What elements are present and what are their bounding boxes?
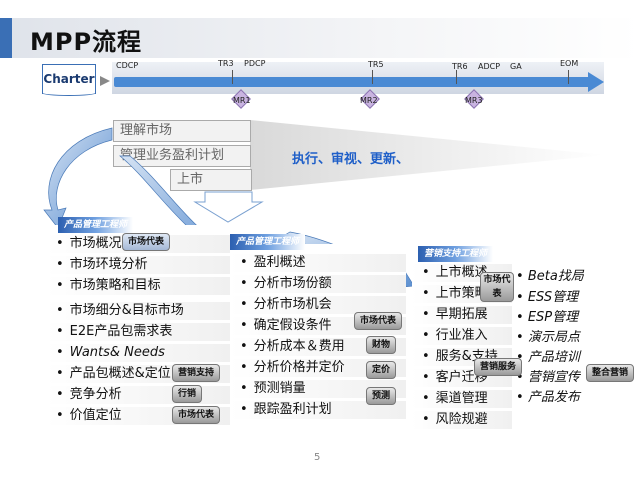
panel-product-mgmt-1: 产品管理工程师 市场概况 市场环境分析 市场策略和目标 市场细分&目标市场 E2… bbox=[46, 217, 230, 430]
panel2-item: 跟踪盈利计划 bbox=[230, 401, 406, 419]
execution-label: 执行、审视、更新、 bbox=[292, 152, 410, 167]
milestone-tr6: TR6 bbox=[452, 62, 468, 71]
role-tag-market-rep: 市场代表 bbox=[354, 312, 403, 330]
manage-business-plan-box: 管理业务盈利计划 bbox=[113, 145, 251, 167]
panel3-header: 营销支持工程师 bbox=[418, 246, 494, 262]
panel1-header: 产品管理工程师 bbox=[58, 217, 134, 233]
panel3-item-left: 行业准入 bbox=[412, 327, 512, 345]
panel2-item: 分析价格并定价 bbox=[230, 359, 406, 377]
role-tag-market-rep: 市场代表 bbox=[122, 233, 171, 251]
timeline-arrow bbox=[114, 77, 590, 87]
milestone-tr3: TR3 bbox=[218, 59, 234, 68]
panel1-item: 市场环境分析 bbox=[46, 256, 230, 274]
charter-arrow-icon bbox=[100, 76, 110, 86]
panel2-item: 盈利概述 bbox=[230, 254, 406, 272]
panel3-item-right: 演示局点 bbox=[516, 326, 580, 345]
panel1-item: Wants& Needs bbox=[46, 344, 230, 362]
milestone-tick bbox=[232, 70, 233, 84]
page-title: MPP流程 bbox=[30, 28, 143, 56]
role-tag-integrated-marketing: 整合营销 bbox=[586, 364, 635, 382]
panel3-item-left: 风险规避 bbox=[412, 411, 512, 429]
panel3-item-right: ESS管理 bbox=[516, 286, 578, 305]
milestone-tick bbox=[568, 70, 569, 84]
role-tag-marketing-service: 营销服务 bbox=[474, 358, 523, 376]
mr2-label: MR2 bbox=[360, 96, 378, 105]
panel1-item: E2E产品包需求表 bbox=[46, 323, 230, 341]
role-tag-forecast: 预测 bbox=[366, 387, 397, 405]
milestone-tick bbox=[372, 70, 373, 84]
milestone-tr5: TR5 bbox=[368, 60, 384, 69]
page-number: 5 bbox=[314, 452, 321, 463]
panel3-item-right: Beta找局 bbox=[516, 265, 584, 284]
role-tag-pricing: 定价 bbox=[366, 361, 397, 379]
role-tag-sales: 行销 bbox=[172, 385, 203, 403]
understand-market-box: 理解市场 bbox=[113, 120, 251, 142]
mr1-label: MR1 bbox=[233, 96, 251, 105]
role-tag-market-rep: 市场代表 bbox=[172, 406, 221, 424]
panel3-item-right: 产品培训 bbox=[516, 346, 580, 365]
title-accent bbox=[0, 18, 12, 58]
role-tag-marketing-support: 营销支持 bbox=[172, 364, 221, 382]
panel2-item: 预测销量 bbox=[230, 380, 406, 398]
milestone-pdcp: PDCP bbox=[244, 59, 266, 68]
role-tag-market-rep: 市场代表 bbox=[480, 272, 514, 302]
panel2-item: 分析成本＆费用 bbox=[230, 338, 406, 356]
panel1-item: 竞争分析 bbox=[46, 386, 230, 404]
milestone-adcp: ADCP bbox=[478, 62, 501, 71]
panel3-item-left: 渠道管理 bbox=[412, 390, 512, 408]
execution-arrow bbox=[250, 120, 605, 190]
title-bar bbox=[0, 18, 640, 58]
role-tag-finance: 财物 bbox=[366, 336, 397, 354]
panel2-item: 分析市场机会 bbox=[230, 296, 406, 314]
milestone-eom: EOM bbox=[560, 59, 579, 68]
panel2-item: 分析市场份额 bbox=[230, 275, 406, 293]
charter-document: Charter bbox=[42, 64, 96, 94]
mr3-label: MR3 bbox=[465, 96, 483, 105]
milestone-tick bbox=[456, 70, 457, 84]
launch-box: 上市 bbox=[170, 169, 252, 191]
timeline-arrowhead-icon bbox=[588, 72, 604, 92]
panel-product-mgmt-2: 产品管理工程师 盈利概述 分析市场份额 分析市场机会 确定假设条件 分析成本＆费… bbox=[230, 234, 406, 430]
panel3-item-right: ESP管理 bbox=[516, 306, 578, 325]
milestone-cdcp: CDCP bbox=[116, 61, 139, 70]
panel-marketing-support: 营销支持工程师 上市概述 上市策略 早期拓展 行业准入 服务&支持 客户迁移 渠… bbox=[412, 246, 512, 430]
charter-document-fold bbox=[42, 90, 96, 96]
panel3-item-left: 早期拓展 bbox=[412, 306, 512, 324]
panel1-item: 市场策略和目标 bbox=[46, 277, 230, 295]
milestone-ga: GA bbox=[510, 62, 522, 71]
panel3-item-right: 产品发布 bbox=[516, 386, 580, 405]
panel2-header: 产品管理工程师 bbox=[230, 234, 306, 250]
panel3-item-right: 营销宣传 bbox=[516, 366, 580, 385]
panel1-item: 市场细分&目标市场 bbox=[46, 302, 230, 320]
